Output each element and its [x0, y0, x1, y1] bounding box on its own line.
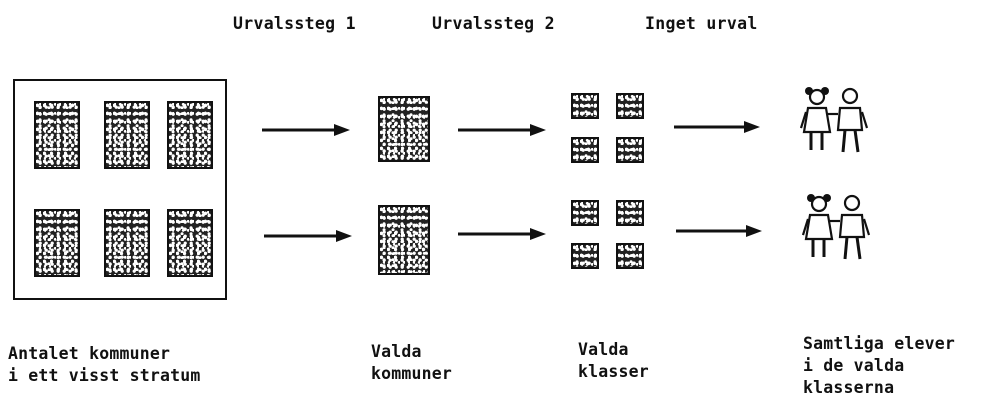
caption-line: klasser [578, 362, 649, 381]
arrow-right-icon [262, 124, 350, 136]
two-children-icon [802, 194, 871, 260]
municipality-tile [104, 101, 150, 169]
municipality-tile [167, 101, 213, 169]
caption-line: i ett visst stratum [8, 366, 201, 385]
class-tile [571, 200, 599, 226]
caption-municipalities-pool: Antalet kommuner i ett visst stratum [8, 343, 201, 387]
class-tile [571, 137, 599, 163]
selected-municipality-tile [378, 96, 430, 162]
municipality-tile [167, 209, 213, 277]
caption-selected-municipalities: Valda kommuner [371, 341, 452, 385]
arrow-right-icon [458, 124, 546, 136]
caption-all-pupils: Samtliga elever i de valda klasserna [803, 333, 955, 399]
stage-label-no-selection: Inget urval [645, 14, 758, 33]
arrow-right-icon [676, 225, 762, 237]
class-tile [616, 93, 644, 119]
caption-line: Antalet kommuner [8, 344, 171, 363]
selected-municipality-tile [378, 205, 430, 275]
class-tile [616, 137, 644, 163]
municipality-tile [34, 209, 80, 277]
stage-label-step-2: Urvalssteg 2 [432, 14, 555, 33]
caption-selected-classes: Valda klasser [578, 339, 649, 383]
municipality-tile [104, 209, 150, 277]
caption-line: Samtliga elever [803, 334, 956, 353]
caption-line: i de valda [803, 356, 905, 375]
class-tile [616, 200, 644, 226]
class-tile [571, 243, 599, 269]
caption-line: Valda [371, 342, 422, 361]
two-children-icon [800, 87, 869, 153]
arrow-right-icon [458, 228, 546, 240]
arrow-right-icon [674, 121, 760, 133]
stratum-frame [13, 79, 227, 300]
caption-line: klasserna [803, 378, 895, 397]
arrow-right-icon [264, 230, 352, 242]
caption-line: kommuner [371, 364, 453, 383]
class-tile [616, 243, 644, 269]
stage-label-step-1: Urvalssteg 1 [233, 14, 356, 33]
municipality-tile [34, 101, 80, 169]
caption-line: Valda [578, 340, 629, 359]
class-tile [571, 93, 599, 119]
